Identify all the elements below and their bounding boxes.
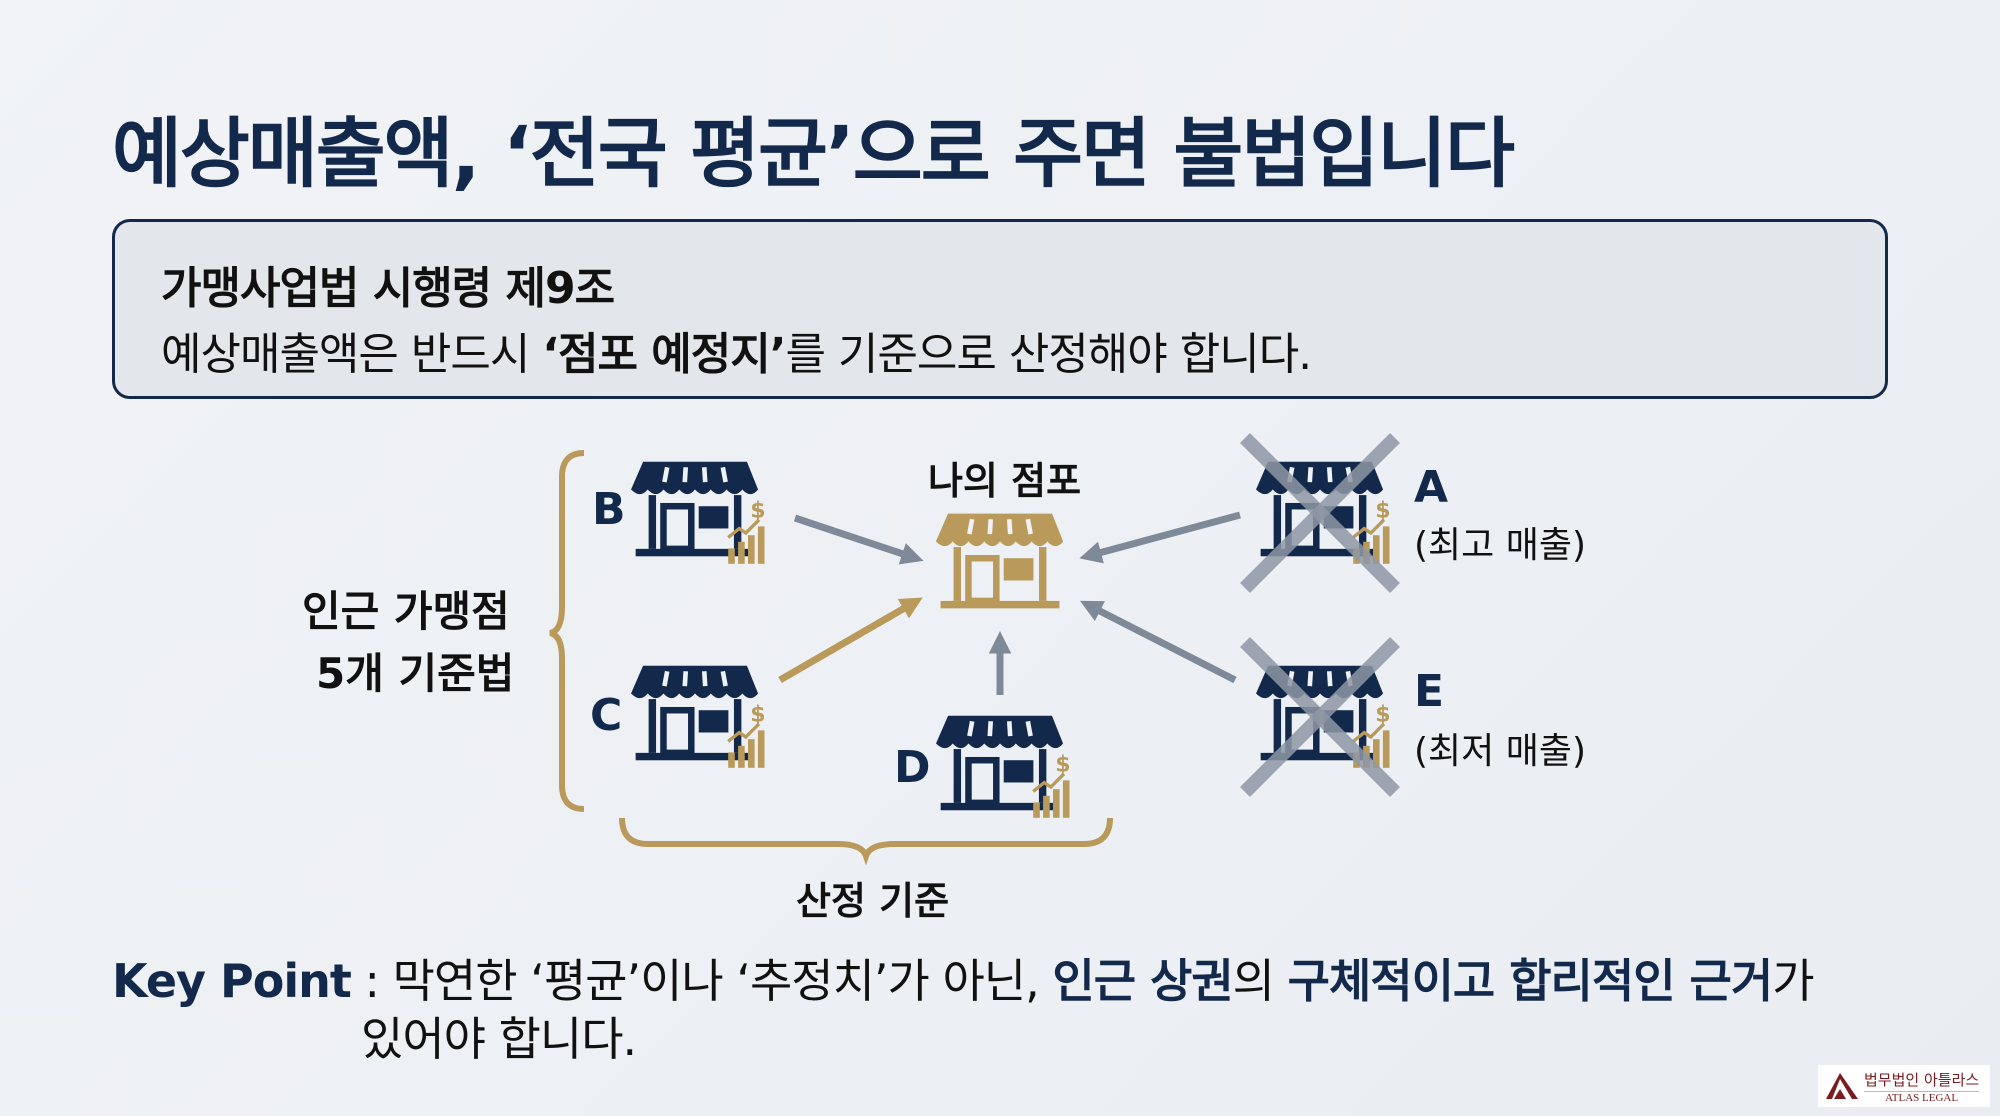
bottom-label: 산정 기준 (796, 879, 950, 923)
cross-e-icon (1240, 637, 1400, 797)
key-point-line2: 있어야 합니다. (361, 1012, 637, 1066)
store-e-note: (최저 매출) (1414, 731, 1587, 772)
arrow-c (778, 597, 923, 684)
store-a-label: A (1414, 462, 1449, 513)
kp-text-1: 막연한 ‘평균’이나 ‘추정치’가 아닌, (392, 954, 1053, 1008)
arrow-a (1079, 511, 1241, 564)
law-box: 가맹사업법 시행령 제9조 예상매출액은 반드시 ‘점포 예정지’를 기준으로 … (112, 219, 1888, 399)
kp-bold-1: 인근 상권 (1052, 954, 1233, 1008)
cross-a-icon (1240, 433, 1400, 593)
rule-emphasis: ‘점포 예정지’ (542, 329, 786, 380)
bottom-brace (619, 817, 1113, 866)
key-point-sep: : (350, 954, 393, 1008)
my-store-icon (936, 514, 1063, 609)
nearby-label-1: 인근 가맹점 (302, 587, 510, 636)
store-c-label: C (590, 690, 623, 741)
store-b-icon (631, 462, 768, 566)
logo: 법무법인 아틀라스 ATLAS LEGAL (1818, 1065, 1990, 1107)
logo-mark-icon (1826, 1073, 1858, 1099)
store-e-label: E (1414, 666, 1445, 717)
law-heading: 가맹사업법 시행령 제9조 (161, 263, 615, 314)
nearby-label-2: 5개 기준법 (316, 649, 515, 698)
logo-english: ATLAS LEGAL (1864, 1090, 1980, 1104)
kp-text-3: 가 (1772, 954, 1814, 1008)
logo-korean: 법무법인 아틀라스 (1864, 1070, 1980, 1089)
rule-suffix: 를 기준으로 산정해야 합니다. (785, 329, 1312, 380)
left-brace (549, 450, 585, 812)
kp-text-2: 의 (1232, 954, 1288, 1008)
store-d-label: D (894, 742, 931, 793)
kp-bold-2: 구체적이고 합리적인 근거 (1287, 954, 1774, 1008)
arrow-b (793, 514, 924, 565)
page-title: 예상매출액, ‘전국 평균’으로 주면 불법입니다 (112, 109, 1515, 198)
store-d-icon (936, 716, 1073, 820)
law-rule: 예상매출액은 반드시 ‘점포 예정지’를 기준으로 산정해야 합니다. (161, 318, 1312, 382)
rule-prefix: 예상매출액은 반드시 (161, 329, 543, 380)
key-point: Key Point : 막연한 ‘평균’이나 ‘추정치’가 아닌, 인근 상권의… (112, 945, 1815, 1011)
arrow-e (1080, 600, 1237, 684)
store-c-icon (631, 666, 768, 770)
key-point-label: Key Point (112, 954, 352, 1008)
store-b-label: B (592, 484, 626, 535)
store-a-note: (최고 매출) (1414, 525, 1587, 566)
my-store-label: 나의 점포 (928, 459, 1082, 503)
